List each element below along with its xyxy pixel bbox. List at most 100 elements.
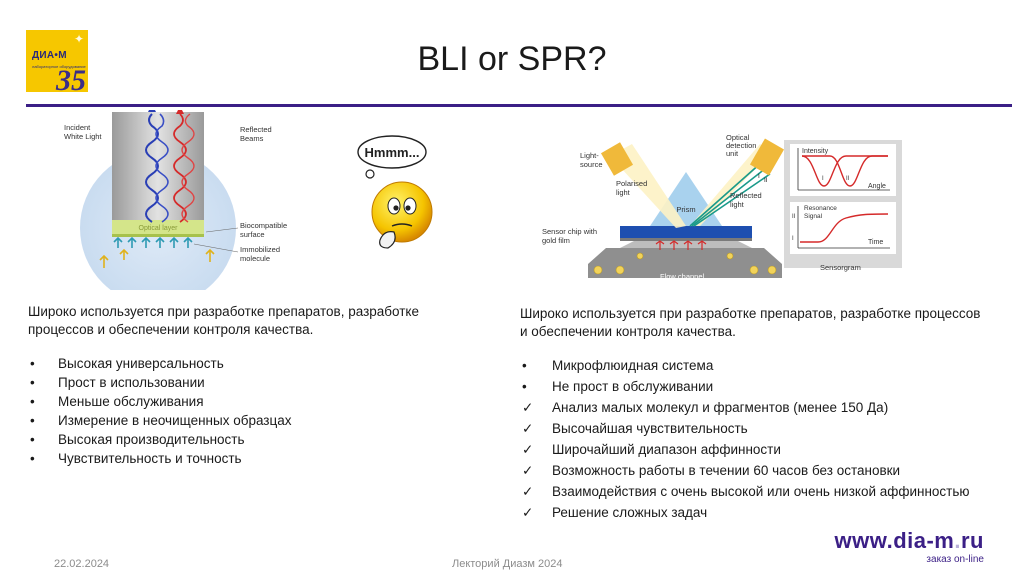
list-item: ✓Возможность работы в течении 60 часов б…: [520, 462, 990, 480]
list-item-text: Решение сложных задач: [552, 505, 708, 520]
reflected-label: Reflected: [240, 125, 272, 134]
reflected-wave-red-1: [173, 113, 187, 223]
slide-footer: Лекторий Диазм 2024: [452, 558, 563, 570]
flow-channel-top: [620, 240, 752, 248]
website-domain: dia-m: [893, 528, 955, 553]
optical-detection-label-line3: unit: [726, 149, 739, 158]
reflected-wave-red-2: [181, 113, 195, 223]
mouth: [391, 223, 413, 227]
star-icon: ✦: [73, 32, 84, 46]
immobilized-molecules: [113, 236, 193, 248]
slide-date: 22.02.2024: [54, 558, 110, 570]
biocompatible-label-line2: surface: [240, 230, 265, 239]
angle-axis-label: Angle: [868, 183, 886, 190]
thinking-face-illustration: Hmmm...: [357, 135, 433, 249]
reflected-light-label: Reflected: [730, 191, 762, 200]
list-item: ✓Широчайший диапазон аффинности: [520, 441, 990, 459]
bullet-icon: •: [30, 432, 35, 447]
list-item-text: Не прост в обслуживании: [552, 379, 714, 394]
bullet-icon: •: [30, 451, 35, 466]
reflected-rays: [689, 161, 771, 227]
detector-unit: [749, 138, 785, 176]
resonance-label: Resonance: [804, 205, 837, 212]
hand-icon: [379, 231, 396, 249]
dip-marker-i: I: [822, 176, 824, 182]
list-item: ✓ Решение сложных задач: [520, 504, 990, 522]
smiley-face-icon: [371, 181, 433, 243]
bullet-icon: •: [30, 413, 35, 428]
list-item: •Микрофлюидная система: [520, 357, 990, 375]
incident-label: Incident: [64, 123, 91, 132]
optical-detection-label-line2: detection: [726, 141, 756, 150]
list-item: •Чувствительность и точность: [28, 450, 448, 468]
list-item-text: Измерение в неочищенных образцах: [58, 413, 292, 428]
immobilized-label-line2: molecule: [240, 254, 270, 263]
reflected-arrow: [176, 110, 184, 114]
bullet-icon: •: [522, 379, 527, 394]
speech-bubble: [357, 135, 427, 169]
list-item-text: Взаимодействия с очень высокой или очень…: [552, 484, 970, 499]
resonance-label-line2: Signal: [804, 213, 823, 220]
bullet-icon: •: [30, 356, 35, 371]
slide-title: BLI or SPR?: [417, 40, 607, 78]
right-pupil: [405, 205, 411, 211]
immobilized-label: Immobilized: [240, 245, 280, 254]
list-item-text: Высокая производительность: [58, 432, 245, 447]
bullet-icon: •: [30, 394, 35, 409]
intensity-curve-1: [801, 155, 888, 187]
left-pupil: [393, 205, 399, 211]
time-axis-label: Time: [868, 239, 883, 246]
checkmark-icon: ✓: [522, 421, 534, 436]
list-item: • Не прост в обслуживании: [520, 378, 990, 396]
list-item: ✓ Высочайшая чувствительность: [520, 420, 990, 438]
gold-film: [620, 238, 752, 241]
chip-ligands: [655, 240, 707, 250]
checkmark-icon: ✓: [522, 505, 534, 520]
list-item: • Меньше обслуживания: [28, 393, 448, 411]
polarised-label-line2: light: [616, 188, 631, 197]
spr-diagram: Flow channel Prism I II Light- source Po…: [542, 133, 902, 281]
list-item-text: Широчайший диапазон аффинности: [552, 442, 781, 457]
bubble-text: Hmmm...: [365, 145, 420, 160]
incident-arrow: [148, 110, 156, 112]
list-item-text: Высокая универсальность: [58, 356, 224, 371]
flow-cell: [588, 248, 782, 278]
bli-advantages-list: • Высокая универсальность • Прост в исполь…: [28, 355, 448, 468]
bli-intro: Широко используется при разработке препа…: [28, 304, 419, 337]
website-link[interactable]: www.dia-m.ru: [835, 528, 984, 554]
light-source-label-line2: source: [580, 160, 603, 169]
spr-features-list: •Микрофлюидная система • Не прост в обслу…: [520, 357, 990, 522]
resonance-marker-ii: II: [792, 214, 796, 220]
bullet-icon: •: [30, 375, 35, 390]
checkmark-icon: ✓: [522, 484, 534, 499]
intensity-graph: [790, 144, 896, 196]
bli-diagram: Optical layer Incident White Light Refle…: [64, 110, 287, 290]
flow-channel-label: Flow channel: [660, 272, 705, 281]
list-item-text: Меньше обслуживания: [58, 394, 204, 409]
sensor-chip-label-line2: gold film: [542, 236, 570, 245]
intensity-axis-label: Intensity: [802, 148, 829, 155]
website-prefix: www.: [834, 528, 894, 553]
spr-description: Широко используется при разработке препа…: [520, 305, 990, 525]
sensor-chip: [620, 226, 752, 238]
list-item-text: Высочайшая чувствительность: [552, 421, 748, 436]
list-item: • Высокая производительность: [28, 431, 448, 449]
website-tld: ru: [961, 528, 984, 553]
list-item-text: Прост в использовании: [58, 375, 205, 390]
immobilized-leader: [193, 243, 239, 253]
resonance-marker-i: I: [792, 236, 794, 242]
logo-subtitle: лабораторное оборудование: [32, 64, 86, 69]
list-item: • Прост в использовании: [28, 374, 448, 392]
reflected-light-label-line2: light: [730, 200, 745, 209]
optical-layer-label: Optical layer: [139, 225, 179, 232]
right-eye: [403, 197, 417, 215]
resonance-graph: [790, 202, 896, 254]
dip-marker-ii: II: [846, 176, 850, 182]
list-item: ✓ Взаимодействия с очень высокой или очен…: [520, 483, 990, 501]
company-logo: ✦ ДИА•М лабораторное оборудование: [26, 30, 88, 92]
flow-particles: [593, 252, 777, 275]
intensity-curve-2: [802, 155, 888, 187]
reflected-label-line2: Beams: [240, 134, 264, 143]
order-online-label: заказ on-line: [926, 554, 984, 565]
biocompatible-label: Biocompatible: [240, 221, 287, 230]
